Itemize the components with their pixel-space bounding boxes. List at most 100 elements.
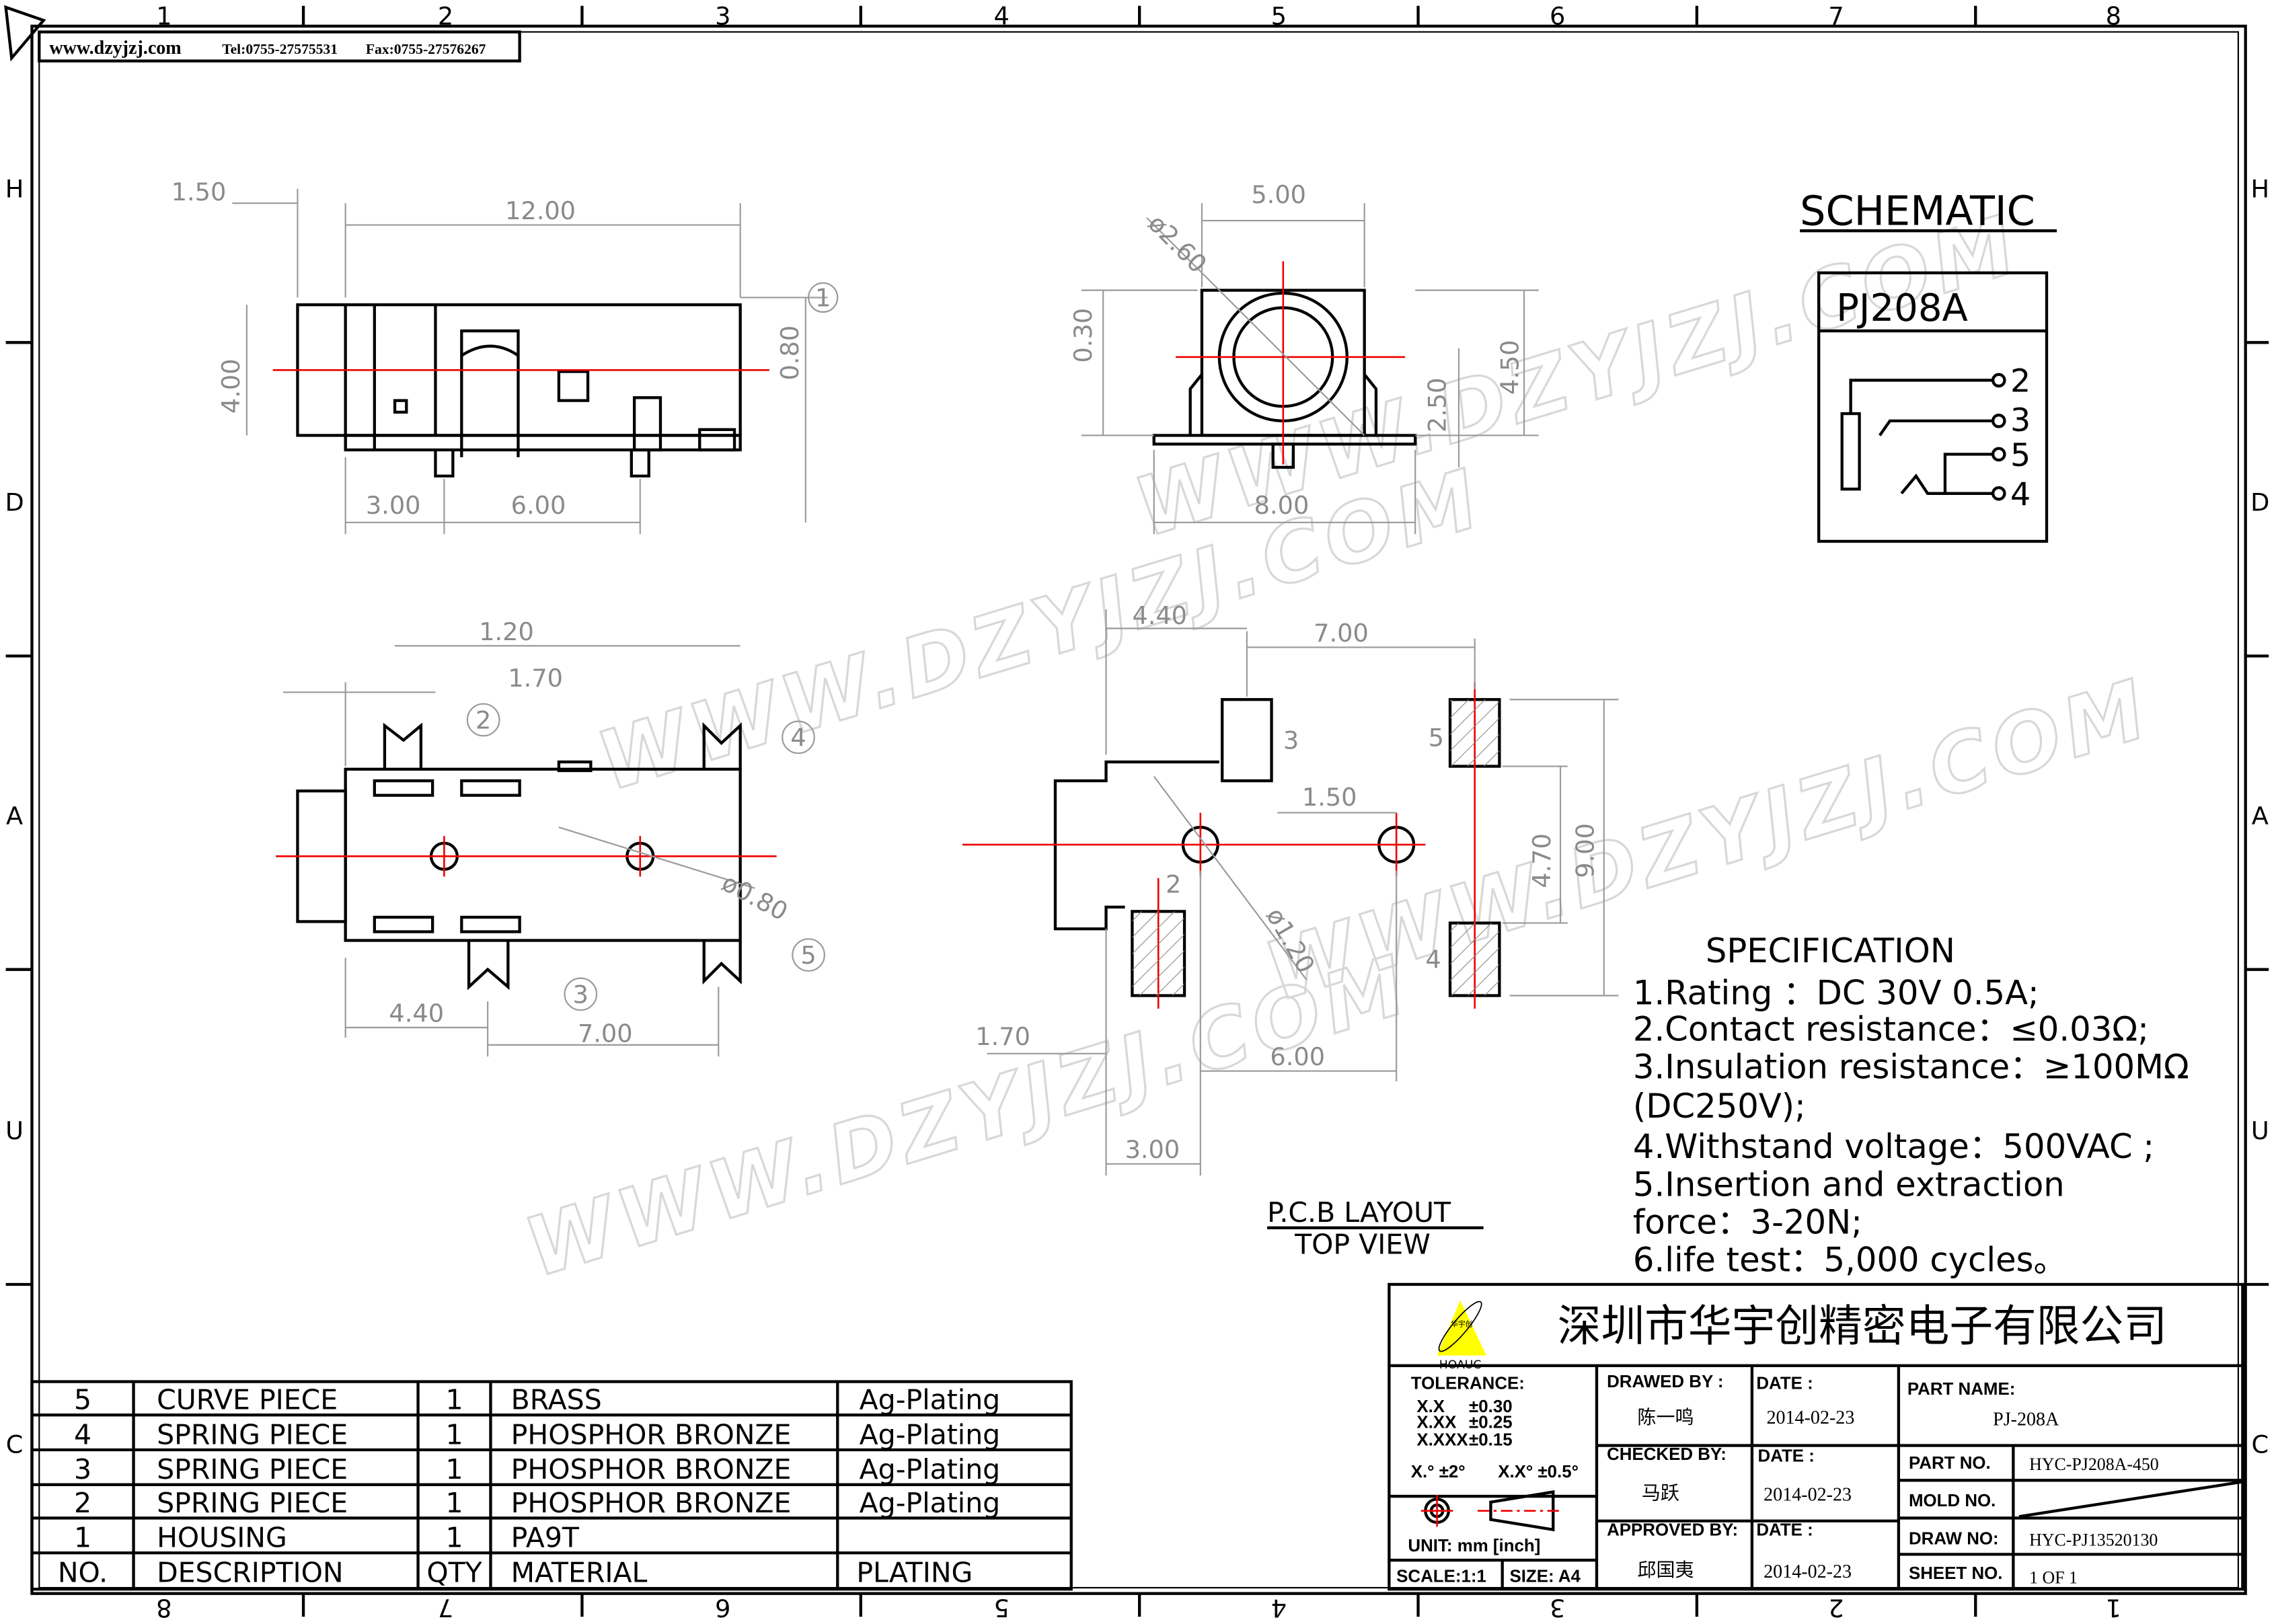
spec-line: 6.life test：5,000 cycles。 bbox=[1633, 1241, 2067, 1280]
bom-cell: PHOSPHOR BRONZE bbox=[511, 1453, 792, 1485]
checked-by-name: 马跃 bbox=[1642, 1483, 1679, 1504]
bom-cell: PA9T bbox=[511, 1522, 580, 1554]
mold-no-label: MOLD NO. bbox=[1909, 1492, 1996, 1510]
tolerance-value: ±0.25 bbox=[1469, 1414, 1513, 1432]
callout-number: 2 bbox=[476, 705, 491, 734]
spec-line: 5.Insertion and extraction bbox=[1633, 1165, 2065, 1204]
date-value: 2014-02-23 bbox=[1763, 1561, 1852, 1582]
bom-cell: Ag-Plating bbox=[860, 1453, 1001, 1485]
angle-tolerance: X.X° ±0.5° bbox=[1498, 1463, 1579, 1481]
approved-by-label: APPROVED BY: bbox=[1607, 1520, 1738, 1539]
dim-text: 2.50 bbox=[1423, 377, 1452, 432]
bom-cell: 5 bbox=[74, 1384, 91, 1416]
tolerance-value: ±0.15 bbox=[1469, 1431, 1513, 1450]
callout-number: 5 bbox=[800, 941, 816, 970]
front-view: 1.50 12.00 4.00 0.80 3.00 6.00 1 bbox=[172, 178, 839, 535]
dim-text: 3.00 bbox=[366, 491, 421, 520]
bom-cell: 1 bbox=[445, 1522, 463, 1554]
dim-text: ø0.80 bbox=[717, 868, 792, 927]
grid-col-label: 8 bbox=[2106, 2, 2121, 31]
grid-col-label: 6 bbox=[1550, 2, 1565, 31]
fax-text: Fax:0755-27576267 bbox=[366, 41, 486, 57]
bom-cell: 1 bbox=[445, 1418, 463, 1451]
sheet-no-label: SHEET NO. bbox=[1909, 1564, 2002, 1583]
draw-no-value: HYC-PJ13520130 bbox=[2029, 1530, 2158, 1549]
logo-text: HOAUC bbox=[1439, 1358, 1482, 1372]
callout-number: 1 bbox=[815, 283, 831, 312]
dim-text: 1.70 bbox=[508, 664, 563, 693]
dim-text: 7.00 bbox=[1314, 619, 1369, 648]
dim-text: 0.30 bbox=[1069, 308, 1098, 363]
dim-text: 9.00 bbox=[1571, 823, 1600, 878]
bom-header: NO. bbox=[58, 1556, 108, 1588]
bom-cell: Ag-Plating bbox=[860, 1384, 1001, 1416]
bom-cell: SPRING PIECE bbox=[157, 1453, 348, 1485]
bom-header: MATERIAL bbox=[511, 1556, 648, 1588]
grid-col-label: 7 bbox=[1828, 2, 1844, 31]
company-name: 深圳市华宇创精密电子有限公司 bbox=[1558, 1301, 2167, 1352]
tolerance-value: ±0.30 bbox=[1469, 1397, 1513, 1416]
tolerance-format: X.XXX bbox=[1416, 1431, 1468, 1450]
dim-text: 6.00 bbox=[1270, 1042, 1325, 1071]
grid-col-label: 5 bbox=[1271, 2, 1287, 31]
grid-col-label-bottom: 1 bbox=[2106, 1593, 2121, 1622]
pad-label: 2 bbox=[1166, 869, 1181, 898]
spec-line: 4.Withstand voltage：500VAC ; bbox=[1633, 1127, 2154, 1166]
grid-row-label: U bbox=[2251, 1116, 2269, 1145]
pin-label: 3 bbox=[2010, 402, 2031, 439]
bom-cell: 3 bbox=[74, 1453, 91, 1485]
grid-col-label-bottom: 8 bbox=[156, 1593, 172, 1622]
unit-label: UNIT: mm [inch] bbox=[1408, 1537, 1540, 1555]
pin-label: 4 bbox=[2010, 476, 2031, 513]
dim-text: 6.00 bbox=[511, 491, 566, 520]
spec-title: SPECIFICATION bbox=[1706, 931, 1955, 970]
dim-text: 0.80 bbox=[775, 325, 804, 381]
grid-row-label: D bbox=[2250, 488, 2269, 517]
checked-by-label: CHECKED BY: bbox=[1607, 1445, 1727, 1464]
grid-row-label: C bbox=[6, 1430, 24, 1459]
bom-cell: Ag-Plating bbox=[860, 1418, 1001, 1451]
dim-text: 3.00 bbox=[1125, 1135, 1180, 1164]
date-label: DATE : bbox=[1758, 1446, 1815, 1465]
grid-row-label: A bbox=[6, 802, 23, 830]
dim-text: 4.40 bbox=[389, 999, 444, 1028]
side-view: 5.00 ø2.60 0.30 2.50 4.50 8.00 bbox=[1069, 180, 1539, 535]
bom-cell: 1 bbox=[445, 1384, 463, 1416]
bom-cell: BRASS bbox=[511, 1384, 602, 1416]
pad-label: 4 bbox=[1425, 945, 1441, 974]
frame: 1 2 3 4 5 6 7 8 8 7 6 5 4 3 2 1 H D A U … bbox=[4, 2, 2269, 1622]
dim-text: 4.50 bbox=[1495, 340, 1524, 395]
dim-text: 1.20 bbox=[479, 617, 534, 646]
title-block: 华宇创 HOAUC 深圳市华宇创精密电子有限公司 TOLERANCE: X.X±… bbox=[1388, 1282, 2244, 1591]
spec-line: 1.Rating ：DC 30V 0.5A; bbox=[1633, 973, 2039, 1012]
part-name-label: PART NAME: bbox=[1907, 1380, 2016, 1399]
schematic-part: PJ208A bbox=[1836, 286, 1968, 330]
schematic: SCHEMATIC PJ208A 2 3 5 4 bbox=[1800, 188, 2057, 543]
grid-col-label-bottom: 5 bbox=[993, 1593, 1009, 1622]
watermark: WWW.DZYJZJ.COM bbox=[515, 936, 1422, 1295]
grid-col-label: 2 bbox=[438, 2, 453, 31]
angle-tolerance: X.° ±2° bbox=[1411, 1463, 1466, 1481]
bom-cell: SPRING PIECE bbox=[157, 1418, 348, 1451]
draw-no-label: DRAW NO: bbox=[1909, 1529, 1999, 1548]
grid-row-label: U bbox=[5, 1116, 24, 1145]
part-no-value: HYC-PJ208A-450 bbox=[2029, 1455, 2159, 1474]
grid-row-label: H bbox=[2250, 175, 2269, 204]
dim-text: 1.50 bbox=[172, 178, 227, 206]
pcb-layout-title: P.C.B LAYOUT bbox=[1267, 1196, 1451, 1229]
callout-number: 3 bbox=[573, 980, 589, 1009]
callout-number: 4 bbox=[790, 723, 806, 752]
projection-symbol-icon bbox=[1420, 1490, 1561, 1532]
bom-header: DESCRIPTION bbox=[157, 1556, 344, 1588]
dim-text: 4.40 bbox=[1132, 601, 1187, 630]
dim-text: 4.00 bbox=[217, 358, 245, 414]
date-label: DATE : bbox=[1756, 1520, 1813, 1539]
grid-col-label-bottom: 3 bbox=[1550, 1593, 1565, 1622]
bom-cell: 1 bbox=[445, 1487, 463, 1519]
bom-cell: 1 bbox=[445, 1453, 463, 1485]
pcb-layout-subtitle: TOP VIEW bbox=[1294, 1229, 1431, 1261]
pcb-pad-hatching bbox=[1132, 699, 1500, 996]
schematic-title: SCHEMATIC bbox=[1800, 188, 2035, 235]
